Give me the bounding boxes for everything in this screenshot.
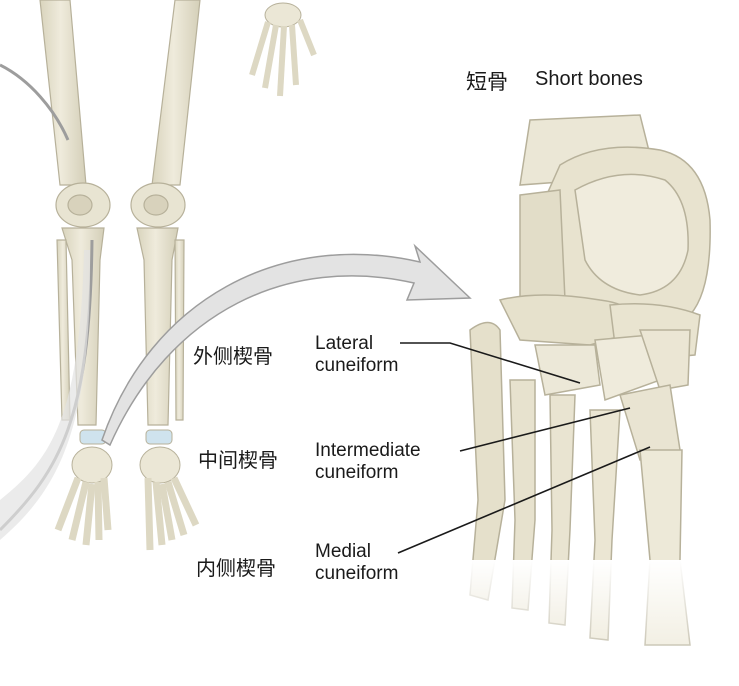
label-lateral-en-line1: Lateral — [315, 333, 374, 354]
label-medial-en-line1: Medial — [315, 541, 371, 562]
hand-bones — [249, 2, 317, 97]
lateral-cuneiform-bone — [534, 344, 601, 396]
label-intermediate-en-line2: cuneiform — [315, 462, 399, 483]
main-arrow — [101, 243, 472, 447]
label-intermediate-zh: 中间楔骨 — [198, 448, 278, 472]
label-intermediate-en-line1: Intermediate — [315, 440, 421, 461]
pointer-arrows — [0, 63, 472, 540]
label-medial-en-line2: cuneiform — [315, 563, 399, 584]
title-en: Short bones — [535, 68, 643, 90]
lateral-leader-line — [400, 342, 581, 384]
left-small-foot — [54, 446, 113, 546]
left-ankle-cartilage — [79, 429, 107, 445]
right-leg — [130, 0, 201, 426]
large-foot — [430, 114, 730, 681]
title-zh: 短骨 — [466, 70, 508, 94]
label-medial-en: Medial cuneiform — [315, 541, 398, 585]
leader-lines — [397, 342, 651, 554]
medial-cuneiform-bone — [619, 384, 681, 461]
medial-leader-line — [397, 446, 651, 554]
right-ankle-cartilage — [145, 429, 173, 445]
label-lateral-en-line2: cuneiform — [315, 355, 399, 376]
right-small-foot — [139, 446, 200, 551]
label-intermediate-en: Intermediate cuneiform — [315, 440, 421, 484]
left-leg — [39, 0, 111, 426]
label-medial-zh: 内侧楔骨 — [196, 556, 276, 580]
label-lateral-en: Lateral cuneiform — [315, 333, 398, 377]
intermediate-leader-line — [459, 407, 631, 452]
label-lateral-zh: 外侧楔骨 — [193, 344, 273, 368]
